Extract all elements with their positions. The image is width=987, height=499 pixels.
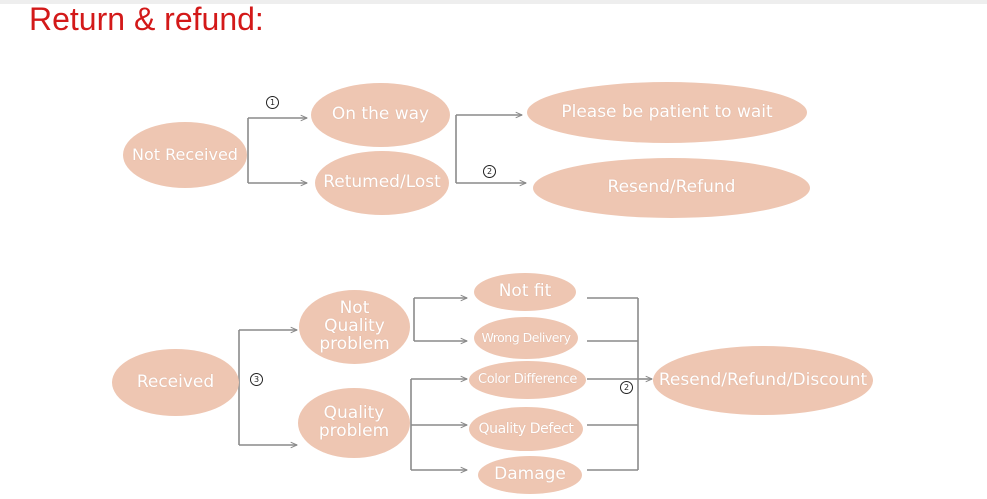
node-damage: Damage [478,456,582,494]
step-marker-2-top: 2 [483,165,496,178]
node-returned-lost: Retumed/Lost [315,151,449,215]
node-not-received: Not Received [123,122,247,188]
node-not-fit: Not fit [474,273,576,311]
node-color-difference: Color Difference [469,361,586,399]
node-wrong-delivery: Wrong Delivery [474,317,578,359]
node-not-quality-problem: Not Quality problem [299,290,410,364]
node-quality-defect: Quality Defect [469,407,583,451]
top-border [0,0,987,4]
page-title: Return & refund: [29,1,264,37]
step-marker-3: 3 [250,373,263,386]
node-on-the-way: On the way [311,83,450,147]
node-resend-refund: Resend/Refund [533,158,810,218]
node-quality-problem: Quality problem [298,388,410,458]
step-marker-2-bottom: 2 [620,381,633,394]
node-received: Received [112,349,239,416]
node-please-wait: Please be patient to wait [527,82,807,143]
step-marker-1: 1 [266,96,279,109]
node-resend-refund-discount: Resend/Refund/Discount [653,346,873,415]
